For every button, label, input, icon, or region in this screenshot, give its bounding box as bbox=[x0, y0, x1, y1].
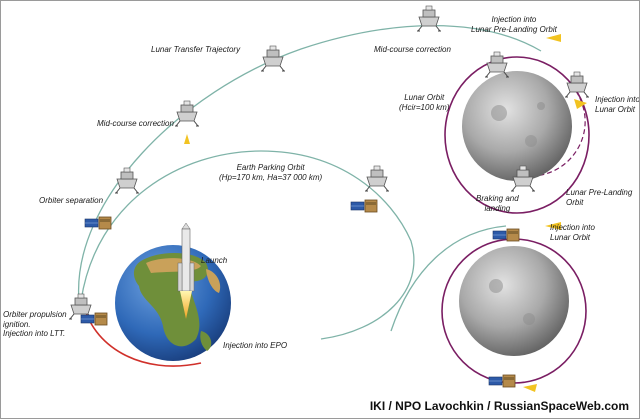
label-lunar-orbit: Lunar Orbit (Hcir=100 km) bbox=[399, 93, 450, 112]
launch-rocket bbox=[177, 222, 195, 319]
lower-moon bbox=[459, 246, 569, 356]
orbiter-spacecraft-icon bbox=[488, 374, 516, 388]
label-injection-lunar-orbit-upper: Injection into Lunar Orbit bbox=[595, 95, 640, 114]
label-injection-epo: Injection into EPO bbox=[223, 341, 288, 350]
lunar-transfer-trajectory-path bbox=[78, 24, 542, 302]
label-earth-parking-orbit: Earth Parking Orbit (Hp=170 km, Ha=37 00… bbox=[219, 163, 323, 182]
upper-lunar-orbit bbox=[444, 56, 590, 214]
label-braking-and-landing: Braking and landing bbox=[476, 194, 519, 213]
orbiter-spacecraft-icon bbox=[350, 199, 378, 213]
orbiter-spacecraft-icon bbox=[84, 216, 112, 230]
moon-transfer-path bbox=[390, 225, 507, 332]
label-mid-course-correction-left: Mid-course correction bbox=[97, 119, 174, 128]
label-lunar-pre-landing-orbit: Lunar Pre-Landing Orbit bbox=[566, 188, 633, 207]
credit-text: IKI / NPO Lavochkin / RussianSpaceWeb.co… bbox=[369, 399, 629, 413]
lander-spacecraft-icon bbox=[114, 167, 140, 194]
lander-spacecraft-icon bbox=[484, 51, 510, 78]
lander-spacecraft-icon bbox=[416, 5, 442, 32]
engine-flame-icon bbox=[523, 384, 537, 392]
label-orbiter-separation: Orbiter separation bbox=[39, 196, 104, 205]
lunar-pre-landing-orbit-path bbox=[530, 90, 586, 177]
label-mid-course-correction-top: Mid-course correction bbox=[374, 45, 451, 54]
engine-flame-icon bbox=[545, 222, 561, 230]
engine-flame-icon bbox=[184, 134, 190, 144]
orbiter-spacecraft-icon bbox=[80, 312, 108, 326]
upper-moon bbox=[462, 71, 572, 181]
label-lunar-transfer-trajectory: Lunar Transfer Trajectory bbox=[151, 45, 241, 54]
engine-flame-icon bbox=[574, 99, 587, 109]
label-injection-pre-landing-orbit: Injection into Lunar Pre-Landing Orbit bbox=[471, 15, 557, 34]
lander-spacecraft-icon bbox=[260, 45, 286, 72]
label-injection-lunar-orbit-lower: Injection into Lunar Orbit bbox=[550, 223, 595, 242]
engine-flame-icon bbox=[546, 34, 561, 42]
lander-spacecraft-icon bbox=[364, 165, 390, 192]
orbiter-spacecraft-icon bbox=[492, 228, 520, 242]
label-launch: Launch bbox=[201, 256, 228, 265]
label-orbiter-propulsion: Orbiter propulsion ignition. Injection i… bbox=[3, 310, 67, 338]
earth-parking-orbit-path bbox=[80, 150, 415, 340]
